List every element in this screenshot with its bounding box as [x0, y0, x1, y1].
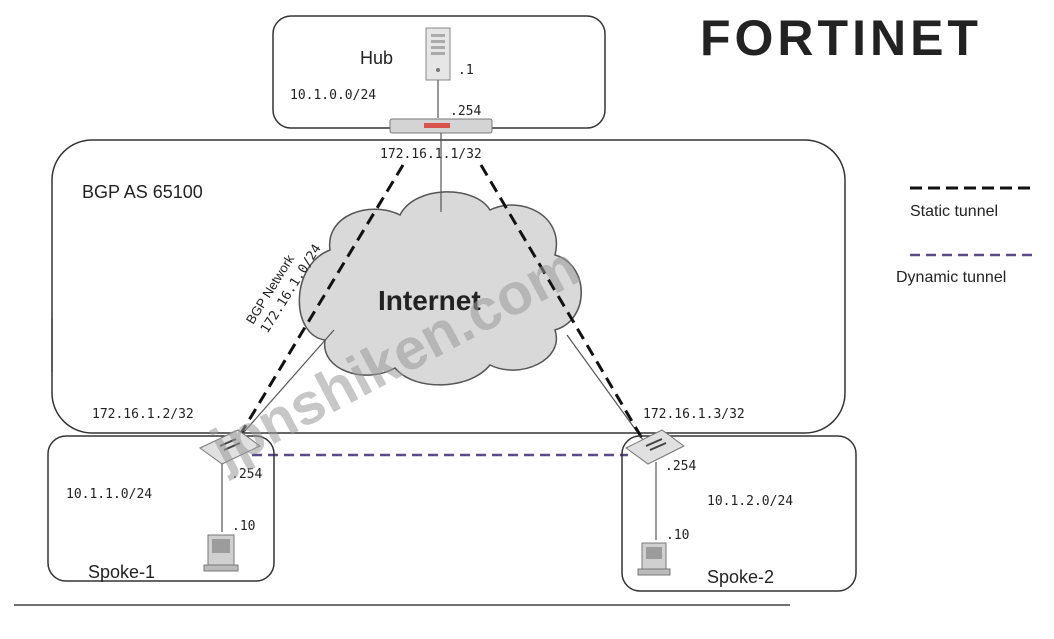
spoke1-firewall-icon — [199, 429, 261, 465]
static-tunnel-spoke1 — [235, 164, 405, 441]
hub-firewall-icon — [389, 118, 493, 134]
spoke2-firewall-icon — [625, 429, 685, 465]
hub-server-ip: .1 — [458, 63, 474, 78]
hub-lan: 10.1.0.0/24 — [290, 88, 376, 103]
spoke1-title: Spoke-1 — [88, 562, 155, 582]
spoke1-public-ip: 172.16.1.2/32 — [92, 407, 194, 422]
spoke2-title: Spoke-2 — [707, 567, 774, 587]
spoke1-box — [47, 435, 275, 582]
internet-cloud — [298, 191, 582, 386]
spoke2-internet-link — [566, 334, 644, 441]
spoke1-internet-link — [236, 329, 335, 441]
logo-text: FORTINET — [700, 10, 982, 66]
static-tunnel-spoke2 — [479, 164, 645, 441]
spoke1-pc-icon — [203, 534, 239, 572]
as-label: BGP AS 65100 — [82, 182, 203, 202]
hub-public-ip: 172.16.1.1/32 — [380, 147, 482, 162]
spoke2-public-ip: 172.16.1.3/32 — [643, 407, 745, 422]
spoke2-gw-ip: .254 — [665, 459, 696, 474]
spoke2-host-ip: .10 — [666, 528, 689, 543]
spoke2-lan: 10.1.2.0/24 — [707, 494, 793, 509]
legend-static-label: Static tunnel — [910, 203, 998, 220]
spoke2-box — [621, 435, 857, 592]
spoke1-host-ip: .10 — [232, 519, 255, 534]
spoke1-gw-ip: .254 — [231, 467, 262, 482]
internet-label: Internet — [378, 285, 481, 316]
legend: Static tunnel Dynamic tunnel — [896, 186, 1033, 286]
hub-gw-ip: .254 — [450, 104, 481, 119]
fortinet-logo: FORTINET — [700, 10, 982, 66]
spoke1-lan: 10.1.1.0/24 — [66, 487, 152, 502]
as-region — [51, 139, 846, 434]
spoke2-pc-icon — [637, 542, 671, 576]
hub-server-icon — [425, 27, 451, 81]
legend-dynamic-label: Dynamic tunnel — [896, 269, 1006, 286]
hub-title: Hub — [360, 48, 393, 68]
